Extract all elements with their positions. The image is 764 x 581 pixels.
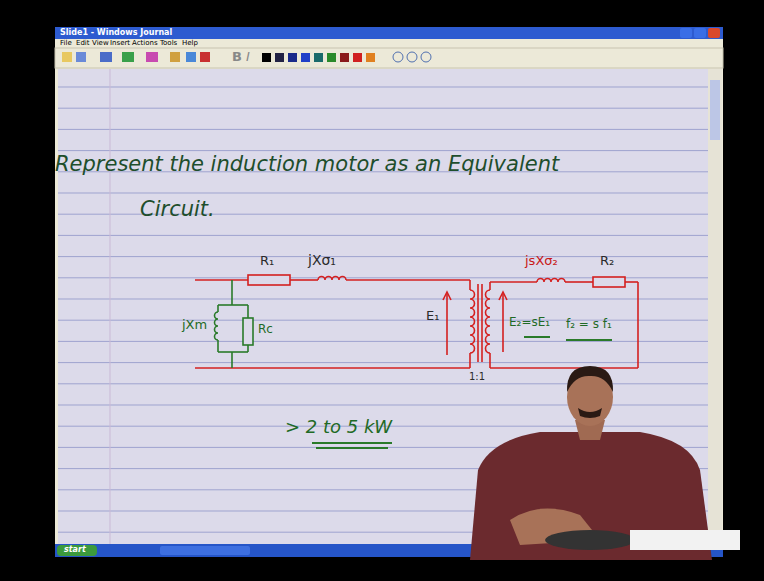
window-title: Slide1 - Windows Journal [60, 28, 172, 37]
menu-item: File [60, 39, 72, 47]
menu-item: Insert [110, 39, 130, 47]
resistor-symbol [243, 318, 253, 345]
title-bar [55, 27, 723, 39]
menu-item: View [92, 39, 109, 47]
component-label: R₂ [600, 254, 614, 269]
voltage-label: E₂=sE₁ [509, 316, 550, 330]
toolbar-icons [62, 52, 210, 62]
voltage-arrow [502, 294, 504, 352]
magnetising-branch [215, 280, 253, 368]
lecturer [470, 366, 740, 560]
scroll-thumb [710, 80, 720, 140]
close-button [708, 28, 720, 38]
component-label: jXσ₁ [308, 252, 336, 268]
ruled-line [58, 341, 708, 342]
handwritten-heading: Represent the induction motor as an Equi… [55, 142, 580, 232]
transformer-core [477, 284, 479, 362]
component-label: jsXσ₂ [525, 254, 558, 269]
voltage-label: E₁ [426, 309, 439, 324]
color-palette [262, 52, 431, 62]
ruled-line [58, 193, 708, 194]
menu-item: Help [182, 39, 198, 47]
menu-bar [55, 39, 723, 48]
arrow-head [499, 292, 507, 300]
equivalent-circuit [195, 275, 638, 368]
power-note: > 2 to 5 kW [285, 417, 392, 438]
component-label: R₁ [260, 254, 274, 269]
resistor-symbol [248, 275, 290, 285]
inductor-symbol [318, 277, 346, 281]
italic-button: I [246, 50, 250, 65]
component-label: Rc [258, 323, 273, 337]
menu-item: Edit [76, 39, 90, 47]
frequency-label: f₂ = s f₁ [566, 318, 612, 332]
menu-item: Actions [132, 39, 158, 47]
start-label: start [64, 545, 86, 554]
ruled-line [58, 299, 708, 300]
inductor-symbol [537, 279, 565, 282]
taskbar-item [160, 546, 250, 555]
scrollbar [708, 69, 722, 544]
margin-line [110, 69, 111, 544]
ruled-line [58, 129, 708, 130]
ruled-line [58, 108, 708, 109]
max-button [694, 28, 706, 38]
bold-button: B [232, 50, 242, 65]
start-button [57, 545, 97, 556]
transformer-secondary [486, 290, 490, 353]
ruled-line [58, 362, 708, 363]
ruled-line [58, 150, 708, 151]
min-button [680, 28, 692, 38]
ruled-line [58, 235, 708, 236]
resistor-symbol [593, 277, 625, 287]
toolbar [55, 48, 723, 68]
component-label: jXm [182, 318, 207, 333]
voltage-arrow [446, 294, 448, 355]
transformer-primary [470, 290, 475, 353]
inductor-symbol [215, 312, 218, 340]
turns-ratio: 1:1 [469, 371, 485, 383]
arrow-head [443, 292, 451, 300]
ruled-line [58, 87, 708, 88]
menu-item: Tools [160, 39, 177, 47]
